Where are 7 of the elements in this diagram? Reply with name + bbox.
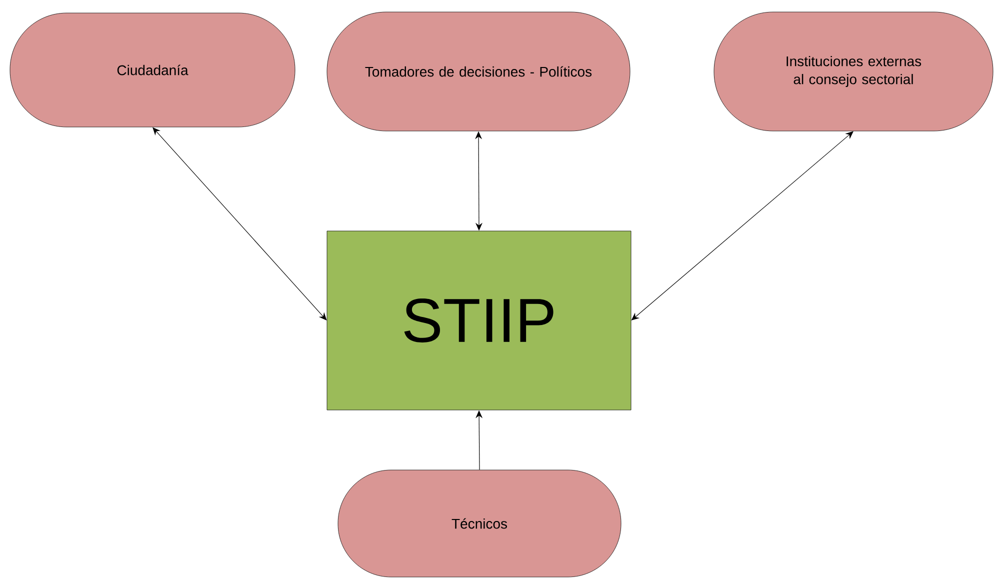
rounded-box: Técnicos	[338, 470, 622, 578]
arrow	[631, 131, 854, 320]
rounded-box: Ciudadanía	[10, 12, 296, 128]
process-box: STIIP	[326, 230, 632, 410]
rounded-box: Instituciones externas al consejo sectorial	[714, 12, 994, 132]
arrow	[152, 127, 327, 320]
rounded-box: Tomadores de decisiones - Políticos	[326, 12, 630, 132]
